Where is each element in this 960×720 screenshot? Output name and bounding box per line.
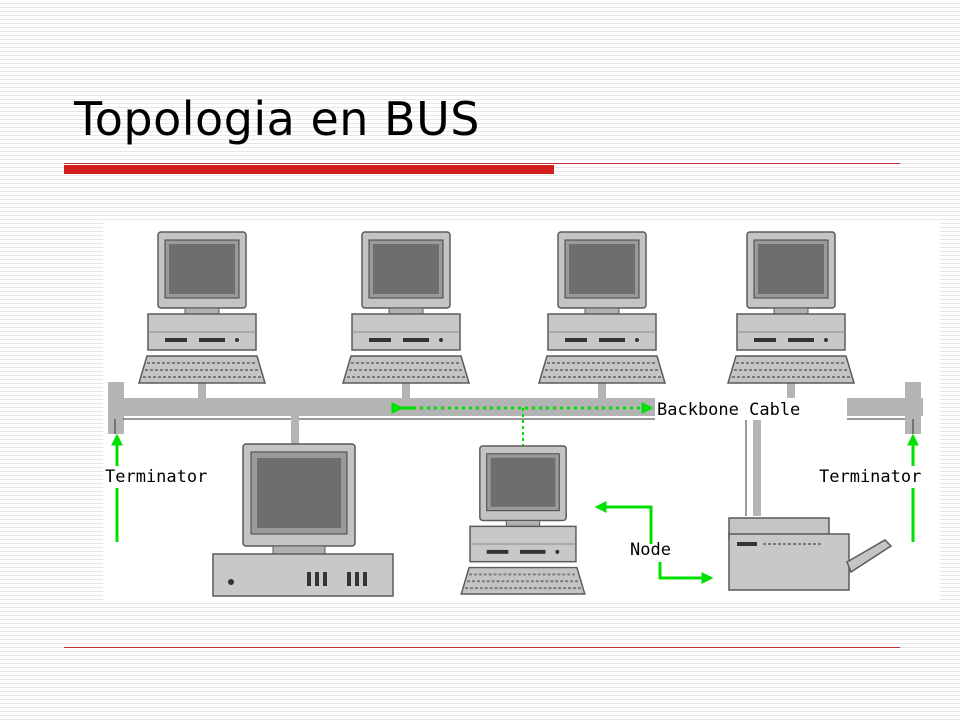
drop-cable-4 xyxy=(787,372,795,402)
workstation-icon xyxy=(538,231,666,384)
drop-cable-server xyxy=(291,416,299,444)
footer-rule xyxy=(64,647,900,648)
slide-title: Topologia en BUS xyxy=(74,92,480,146)
node-arrow-to-workstation xyxy=(594,501,653,544)
bus-topology-diagram: Backbone Cable Terminator Terminator Nod… xyxy=(103,222,940,600)
title-underline xyxy=(64,163,900,164)
title-accent-bar xyxy=(64,165,554,174)
terminator-left-cap xyxy=(108,382,124,434)
node-arrow-to-printer xyxy=(658,562,714,584)
workstation-icon xyxy=(727,231,855,384)
node-label: Node xyxy=(630,540,671,560)
terminator-right-label: Terminator xyxy=(819,467,921,487)
terminator-right-cap xyxy=(905,382,921,434)
terminator-left-label: Terminator xyxy=(105,467,207,487)
workstation-icon xyxy=(138,231,266,384)
drop-cable-3 xyxy=(598,372,606,402)
workstation-icon xyxy=(342,231,470,384)
server-icon xyxy=(212,443,394,597)
backbone-cable-label: Backbone Cable xyxy=(657,400,800,420)
workstation-icon xyxy=(460,444,586,596)
drop-cable-1 xyxy=(198,372,206,402)
drop-cable-2 xyxy=(402,372,410,402)
drop-cable-printer xyxy=(753,416,761,516)
printer-icon xyxy=(728,517,893,591)
